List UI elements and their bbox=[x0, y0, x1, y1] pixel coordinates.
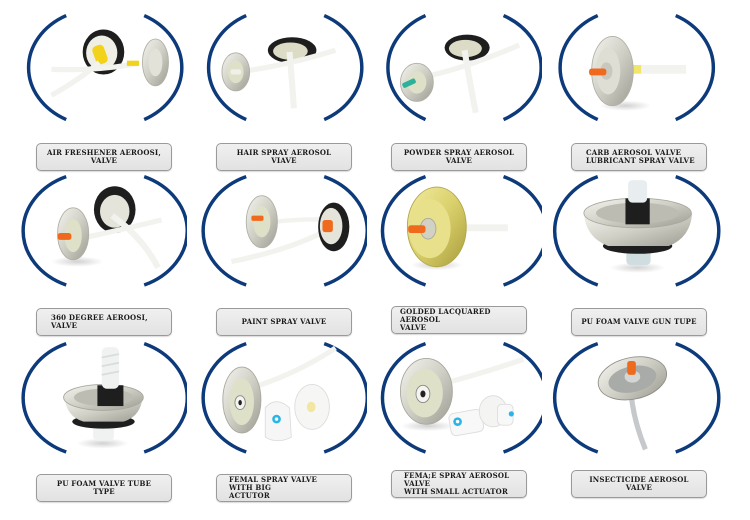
product-label[interactable]: GOLDED LACQUARED AEROSOL VALVE bbox=[391, 306, 527, 334]
product-label[interactable]: 360 DEGREE AEROOSI, VALVE bbox=[36, 308, 172, 336]
product-card-female-small-actuator[interactable]: FEMA;E SPRAY AEROSOL VALVE WITH SMALL AC… bbox=[355, 335, 542, 505]
product-label-line1: FEMAL SPRAY VALVE WITH BIG bbox=[229, 475, 318, 492]
product-card-paint-spray[interactable]: PAINT SPRAY VALVE bbox=[180, 168, 367, 338]
product-label-line2: VALVE bbox=[400, 323, 427, 332]
paint-spray-valve-icon bbox=[201, 175, 367, 287]
product-label[interactable]: PU FOAM VALVE TUBE TYPE bbox=[36, 474, 172, 502]
product-card-female-big-actuator[interactable]: FEMAL SPRAY VALVE WITH BIG ACTUTOR bbox=[180, 335, 367, 505]
air-freshener-valve-icon bbox=[26, 14, 184, 122]
product-label[interactable]: AIR FRESHENER AEROOSI, VALVE bbox=[36, 143, 172, 171]
carb-lubricant-valve-icon bbox=[558, 14, 716, 122]
golden-lacquered-valve-icon bbox=[380, 175, 542, 287]
product-label-line2: LUBRICANT SPRAY VALVE bbox=[586, 156, 695, 165]
product-label[interactable]: PAINT SPRAY VALVE bbox=[216, 308, 352, 336]
powder-spray-valve-icon bbox=[386, 14, 542, 122]
product-label-line1: CARB AEROSOL VALVE bbox=[586, 148, 682, 157]
360-degree-valve-icon bbox=[21, 175, 187, 287]
product-card-pu-foam-gun[interactable]: PU FOAM VALVE GUN TUPE bbox=[535, 168, 722, 338]
product-card-insecticide[interactable]: INSECTICIDE AEROSOL VALVE bbox=[535, 335, 722, 505]
product-label[interactable]: PU FOAM VALVE GUN TUPE bbox=[571, 308, 707, 336]
product-label[interactable]: HAIR SPRAY AEROSOL VIAVE bbox=[216, 143, 352, 171]
product-card-golden-lacquered[interactable]: GOLDED LACQUARED AEROSOL VALVE bbox=[355, 168, 542, 338]
female-valve-small-actuator-icon bbox=[380, 342, 542, 454]
pu-foam-tube-valve-icon bbox=[21, 342, 187, 454]
product-card-hair-spray[interactable]: HAIR SPRAY AEROSOL VIAVE bbox=[180, 0, 367, 171]
product-card-air-freshener[interactable]: AIR FRESHENER AEROOSI, VALVE bbox=[0, 0, 187, 171]
product-label[interactable]: FEMA;E SPRAY AEROSOL VALVE WITH SMALL AC… bbox=[391, 470, 527, 498]
product-label-line2: WITH SMALL ACTUATOR bbox=[404, 487, 508, 496]
hair-spray-valve-icon bbox=[206, 14, 364, 122]
product-label[interactable]: FEMAL SPRAY VALVE WITH BIG ACTUTOR bbox=[216, 474, 352, 502]
product-card-pu-foam-tube[interactable]: PU FOAM VALVE TUBE TYPE bbox=[0, 335, 187, 505]
product-label-line1: GOLDED LACQUARED AEROSOL bbox=[400, 307, 491, 324]
product-card-360-degree[interactable]: 360 DEGREE AEROOSI, VALVE bbox=[0, 168, 187, 338]
product-card-carb-lubricant[interactable]: CARB AEROSOL VALVE LUBRICANT SPRAY VALVE bbox=[535, 0, 722, 171]
product-card-powder-spray[interactable]: POWDER SPRAY AEROSOL VALVE bbox=[355, 0, 542, 171]
product-label[interactable]: POWDER SPRAY AEROSOL VALVE bbox=[391, 143, 527, 171]
pu-foam-gun-valve-icon bbox=[552, 175, 721, 287]
product-label[interactable]: CARB AEROSOL VALVE LUBRICANT SPRAY VALVE bbox=[571, 143, 707, 171]
female-valve-big-actuator-icon bbox=[201, 342, 367, 454]
product-label-line2: ACTUTOR bbox=[229, 491, 270, 500]
product-label-line1: FEMA;E SPRAY AEROSOL VALVE bbox=[404, 471, 510, 488]
insecticide-valve-icon bbox=[552, 342, 721, 454]
product-label[interactable]: INSECTICIDE AEROSOL VALVE bbox=[571, 470, 707, 498]
